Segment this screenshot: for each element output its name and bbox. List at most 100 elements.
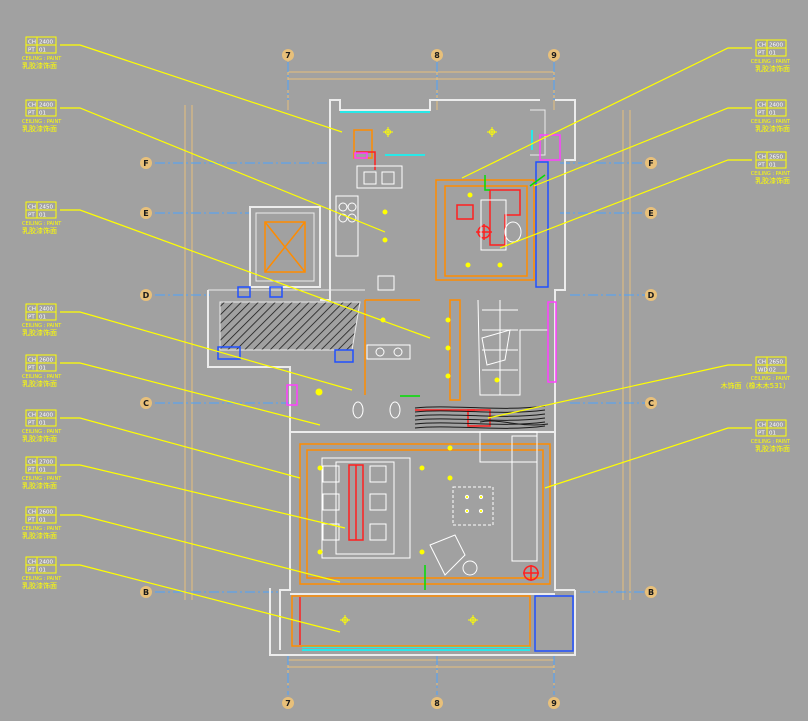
tag-top-value: 2400 [769, 103, 783, 109]
tag-line2: 乳胶漆饰面 [22, 581, 57, 590]
tag-mid-label: PT [28, 366, 35, 372]
tag-mid-label: PT [28, 518, 35, 524]
tag-line2: 乳胶漆饰面 [22, 328, 57, 337]
tag-mid-label: PT [28, 213, 35, 219]
tag-mid-label: PT [28, 48, 35, 54]
ceiling-lights [315, 127, 503, 625]
tag-line2: 乳胶漆饰面 [22, 379, 57, 388]
tag-mid-value: 01 [39, 48, 46, 54]
tag-top-label: CH [758, 43, 766, 49]
elevator-shaft [264, 221, 306, 273]
axis-label-d-left: D [143, 291, 150, 300]
tag-top-value: 2400 [39, 103, 53, 109]
tag-top-value: 2650 [769, 360, 783, 366]
red-features [299, 151, 539, 645]
magenta-elements [286, 134, 561, 406]
tag-line2: 乳胶漆饰面 [755, 176, 790, 185]
tag-top-value: 2400 [769, 423, 783, 429]
tag-top-value: 2650 [769, 155, 783, 161]
axis-label-9-bottom: 9 [551, 699, 557, 708]
axis-label-e-left: E [143, 209, 148, 218]
axis-label-7-bottom: 7 [285, 699, 291, 708]
tag-line2: 乳胶漆饰面 [22, 481, 57, 490]
tag-top-label: CH [28, 103, 36, 109]
tag-line1: CEILING : PAINT [22, 56, 62, 62]
tag-top-value: 2400 [39, 413, 53, 419]
tag-top-value: 2600 [769, 43, 783, 49]
tag-top-value: 2700 [39, 460, 53, 466]
tag-line1: CEILING : PAINT [751, 376, 791, 382]
tag-mid-label: PT [28, 421, 35, 427]
tag-mid-value: 01 [769, 163, 776, 169]
tag-mid-label: PT [28, 468, 35, 474]
tag-top-value: 2400 [39, 307, 53, 313]
tag-top-value: 2600 [39, 510, 53, 516]
tag-top-label: CH [28, 307, 36, 313]
hatched-void [219, 301, 361, 351]
tag-line1: CEILING : PAINT [751, 59, 791, 65]
tag-mid-value: 01 [39, 421, 46, 427]
axis-label-c-left: C [143, 399, 149, 408]
wood-band [414, 405, 549, 429]
axis-label-7-top: 7 [285, 51, 291, 60]
tag-mid-label: PT [758, 111, 765, 117]
tag-mid-value: 01 [39, 315, 46, 321]
tag-mid-value: 01 [769, 431, 776, 437]
tag-top-value: 2400 [39, 40, 53, 46]
tag-line1: CEILING : PAINT [22, 576, 62, 582]
axis-label-8-bottom: 8 [434, 699, 440, 708]
tag-line2: 木饰面（橡木木531） [721, 381, 790, 390]
tag-top-label: CH [28, 460, 36, 466]
tag-top-value: 2450 [39, 205, 53, 211]
tag-mid-label: PT [28, 111, 35, 117]
tag-top-label: CH [28, 205, 36, 211]
tag-line1: CEILING : PAINT [22, 221, 62, 227]
tag-line2: 乳胶漆饰面 [22, 531, 57, 540]
axis-label-e-right: E [648, 209, 653, 218]
green-elements [400, 174, 546, 590]
leader-lines [60, 44, 752, 633]
tag-mid-value: 01 [769, 111, 776, 117]
tag-line2: 乳胶漆饰面 [755, 444, 790, 453]
axis-label-9-top: 9 [551, 51, 557, 60]
tag-mid-label: PT [758, 163, 765, 169]
tag-top-value: 2400 [39, 560, 53, 566]
tag-line1: CEILING : PAINT [22, 119, 62, 125]
axis-bubbles [140, 49, 657, 709]
tag-mid-value: 01 [39, 213, 46, 219]
axis-label-b-left: B [143, 588, 149, 597]
furniture [321, 165, 548, 576]
tag-mid-label: PT [758, 431, 765, 437]
tag-line1: CEILING : PAINT [22, 323, 62, 329]
tag-mid-value: 01 [39, 366, 46, 372]
tag-top-label: CH [28, 560, 36, 566]
tag-line1: CEILING : PAINT [22, 429, 62, 435]
dimension-lines [184, 60, 631, 685]
tag-line2: 乳胶漆饰面 [755, 64, 790, 73]
tag-line2: 乳胶漆饰面 [22, 61, 57, 70]
axis-lines [155, 62, 645, 695]
tag-line2: 乳胶漆饰面 [22, 434, 57, 443]
tag-top-label: CH [758, 103, 766, 109]
tag-mid-label: PT [758, 51, 765, 57]
axis-label-c-right: C [648, 399, 654, 408]
axis-label-8-top: 8 [434, 51, 440, 60]
tag-line2: 乳胶漆饰面 [22, 124, 57, 133]
tag-top-label: CH [28, 510, 36, 516]
tag-mid-value: 01 [39, 518, 46, 524]
tag-line2: 乳胶漆饰面 [755, 124, 790, 133]
